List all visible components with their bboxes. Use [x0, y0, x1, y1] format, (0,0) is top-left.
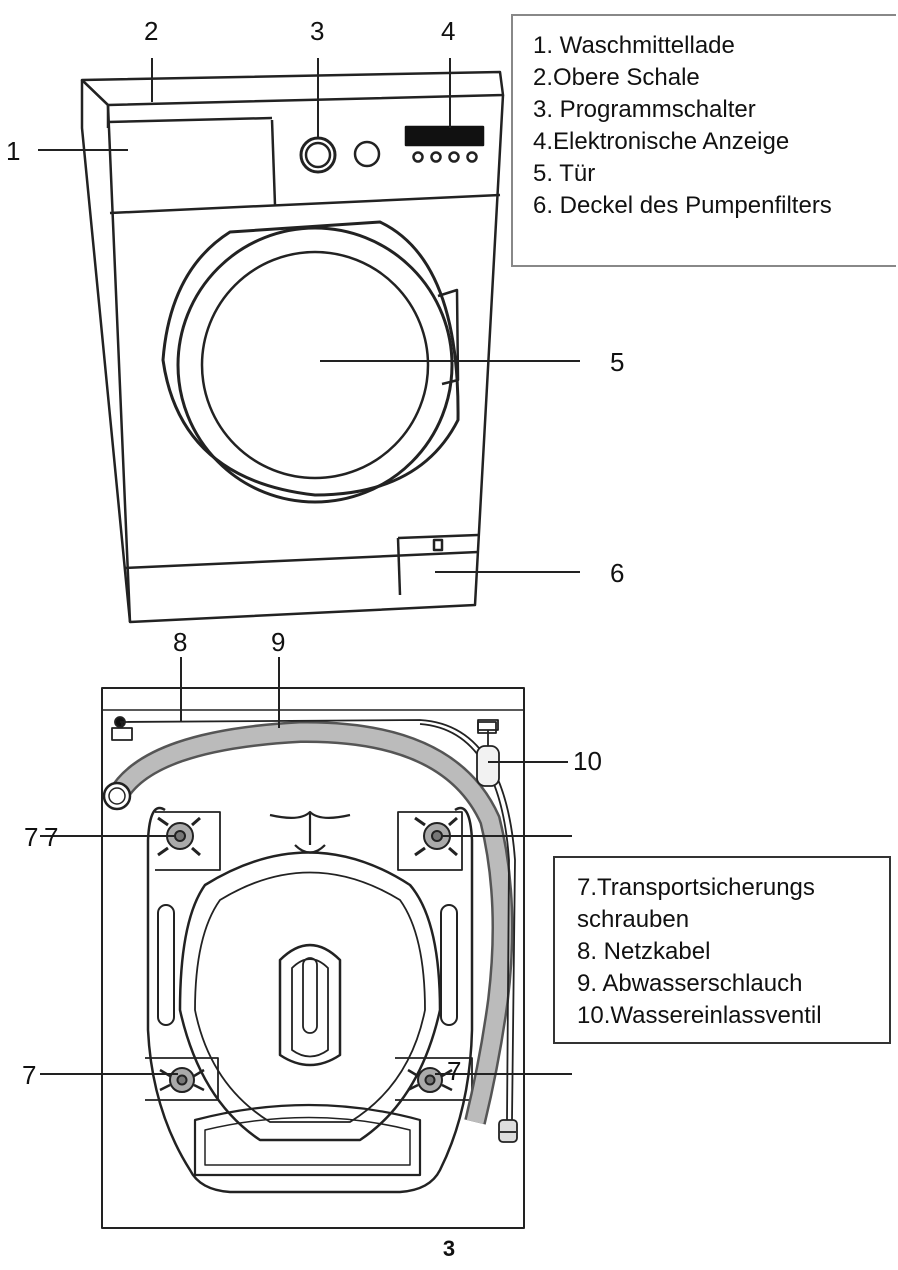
legend-item-10: 10.Wassereinlassventil [577, 1002, 822, 1029]
callout-7-bottom-right: 7 [447, 1056, 461, 1086]
legend-item-1: 1. Waschmittellade [533, 32, 735, 59]
secondary-knob-icon [353, 140, 381, 168]
back-callout-labels: 8 9 10 7 7 7 7 [22, 627, 602, 1090]
callout-7-top-left-b: 7 [44, 822, 58, 852]
callout-5: 5 [610, 347, 624, 377]
legend-item-5: 5. Tür [533, 160, 596, 187]
callout-1: 1 [6, 136, 20, 166]
callout-6: 6 [610, 558, 624, 588]
water-inlet-valve [476, 719, 500, 787]
front-view-machine [80, 70, 505, 624]
callout-4: 4 [441, 16, 455, 46]
back-view-body [145, 806, 474, 1194]
legend-item-4: 4.Elektronische Anzeige [533, 128, 790, 155]
electronic-display [404, 125, 485, 147]
display-buttons [412, 151, 478, 163]
legend-item-6: 6. Deckel des Pumpenfilters [533, 192, 832, 219]
front-view-legend: 1. Waschmittellade 2.Obere Schale 3. Pro… [511, 14, 896, 267]
callout-8: 8 [173, 627, 187, 657]
back-view-legend: 7.Transportsicherungs schrauben 8. Netzk… [553, 856, 891, 1044]
legend-item-2: 2.Obere Schale [533, 64, 700, 91]
callout-9: 9 [271, 627, 285, 657]
callout-10: 10 [573, 746, 602, 776]
legend-item-8: 8. Netzkabel [577, 938, 711, 965]
callout-7-top-left-a: 7 [24, 822, 38, 852]
legend-item-9: 9. Abwasserschlauch [577, 970, 803, 997]
legend-item-7: 7.Transportsicherungs schrauben [577, 874, 815, 933]
front-callout-labels: 1 2 3 4 5 6 [6, 16, 624, 588]
page-number: 3 [442, 1236, 456, 1261]
back-leader-lines [40, 657, 572, 1075]
callout-3: 3 [310, 16, 324, 46]
callout-7-bottom-left: 7 [22, 1060, 36, 1090]
drain-hose [102, 720, 514, 1125]
legend-item-3: 3. Programmschalter [533, 96, 756, 123]
door [161, 220, 460, 504]
back-view-frame [101, 687, 525, 1229]
callout-2: 2 [144, 16, 158, 46]
front-leader-lines [38, 58, 580, 573]
